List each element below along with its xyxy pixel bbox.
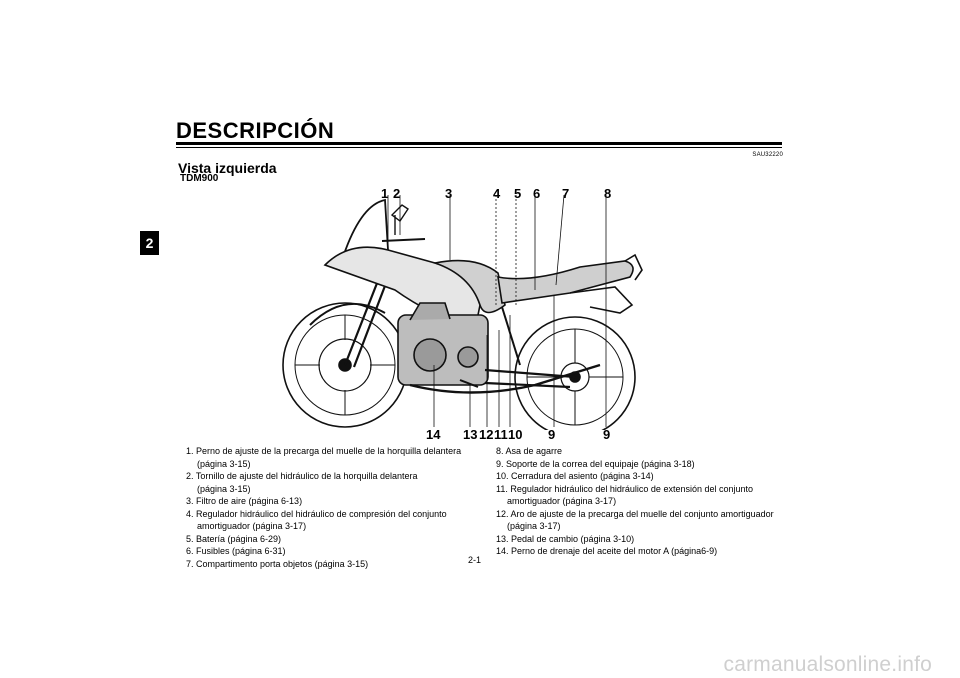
rear-shock bbox=[501, 306, 521, 366]
callout-13: 13 bbox=[463, 427, 478, 442]
legend-item: 9. Soporte de la correa del equipaje (pá… bbox=[496, 458, 695, 469]
legend-item: 5. Batería (página 6-29) bbox=[186, 533, 282, 544]
callout-8: 8 bbox=[604, 186, 612, 201]
doc-code: SAU32220 bbox=[752, 152, 783, 158]
legend-item: 1. Perno de ajuste de la precarga del mu… bbox=[186, 446, 462, 469]
callout-9b: 9 bbox=[603, 427, 611, 442]
callout-7: 7 bbox=[562, 186, 570, 201]
title-rule-thick bbox=[176, 142, 782, 145]
legend-item: 2. Tornillo de ajuste del hidráulico de … bbox=[186, 471, 418, 494]
legend-item: 6. Fusibles (página 6-31) bbox=[186, 546, 286, 556]
rear-wheel bbox=[514, 316, 636, 430]
legend-item: 8. Asa de agarre bbox=[496, 446, 563, 456]
callout-14: 14 bbox=[426, 427, 441, 442]
legend-right: 8. Asa de agarre 9. Soporte de la correa… bbox=[496, 445, 786, 558]
chapter-tab: 2 bbox=[140, 231, 159, 255]
watermark: carmanualsonline.info bbox=[723, 653, 932, 676]
legend-item: 14. Perno de drenaje del aceite del moto… bbox=[496, 546, 718, 556]
seat bbox=[497, 260, 634, 304]
callout-10: 10 bbox=[508, 427, 523, 442]
legend-item: 13. Pedal de cambio (página 3-10) bbox=[496, 533, 635, 544]
legend-item: 11. Regulador hidráulico del hidráulico … bbox=[496, 483, 754, 507]
legend-item: 10. Cerradura del asiento (página 3-14) bbox=[496, 471, 654, 481]
callout-11: 11 bbox=[494, 427, 508, 442]
section-title: Vista izquierda bbox=[178, 160, 277, 176]
callout-5: 5 bbox=[514, 186, 522, 201]
fuel-tank bbox=[431, 259, 506, 314]
legend-item: 7. Compartimento porta objetos (página 3… bbox=[186, 558, 369, 569]
legend-item: 4. Regulador hidráulico del hidráulico d… bbox=[186, 508, 447, 532]
legend-item: 3. Filtro de aire (página 6-13) bbox=[186, 496, 303, 506]
callout-3: 3 bbox=[445, 186, 453, 201]
callout-9a: 9 bbox=[548, 427, 556, 442]
motorcycle-illustration bbox=[282, 195, 643, 430]
legend-item: 12. Aro de ajuste de la precarga del mue… bbox=[496, 508, 774, 532]
model-name: TDM900 bbox=[180, 173, 219, 184]
callout-2: 2 bbox=[393, 186, 401, 201]
page-title: DESCRIPCIÓN bbox=[176, 118, 335, 143]
windscreen bbox=[341, 198, 389, 261]
page-number: 2-1 bbox=[468, 555, 482, 565]
callout-4: 4 bbox=[493, 186, 501, 201]
callout-1: 1 bbox=[381, 186, 389, 201]
title-rule-thin bbox=[176, 147, 782, 148]
callout-12: 12 bbox=[479, 427, 494, 442]
legend-left: 1. Perno de ajuste de la precarga del mu… bbox=[186, 445, 486, 570]
callout-6: 6 bbox=[533, 186, 541, 201]
